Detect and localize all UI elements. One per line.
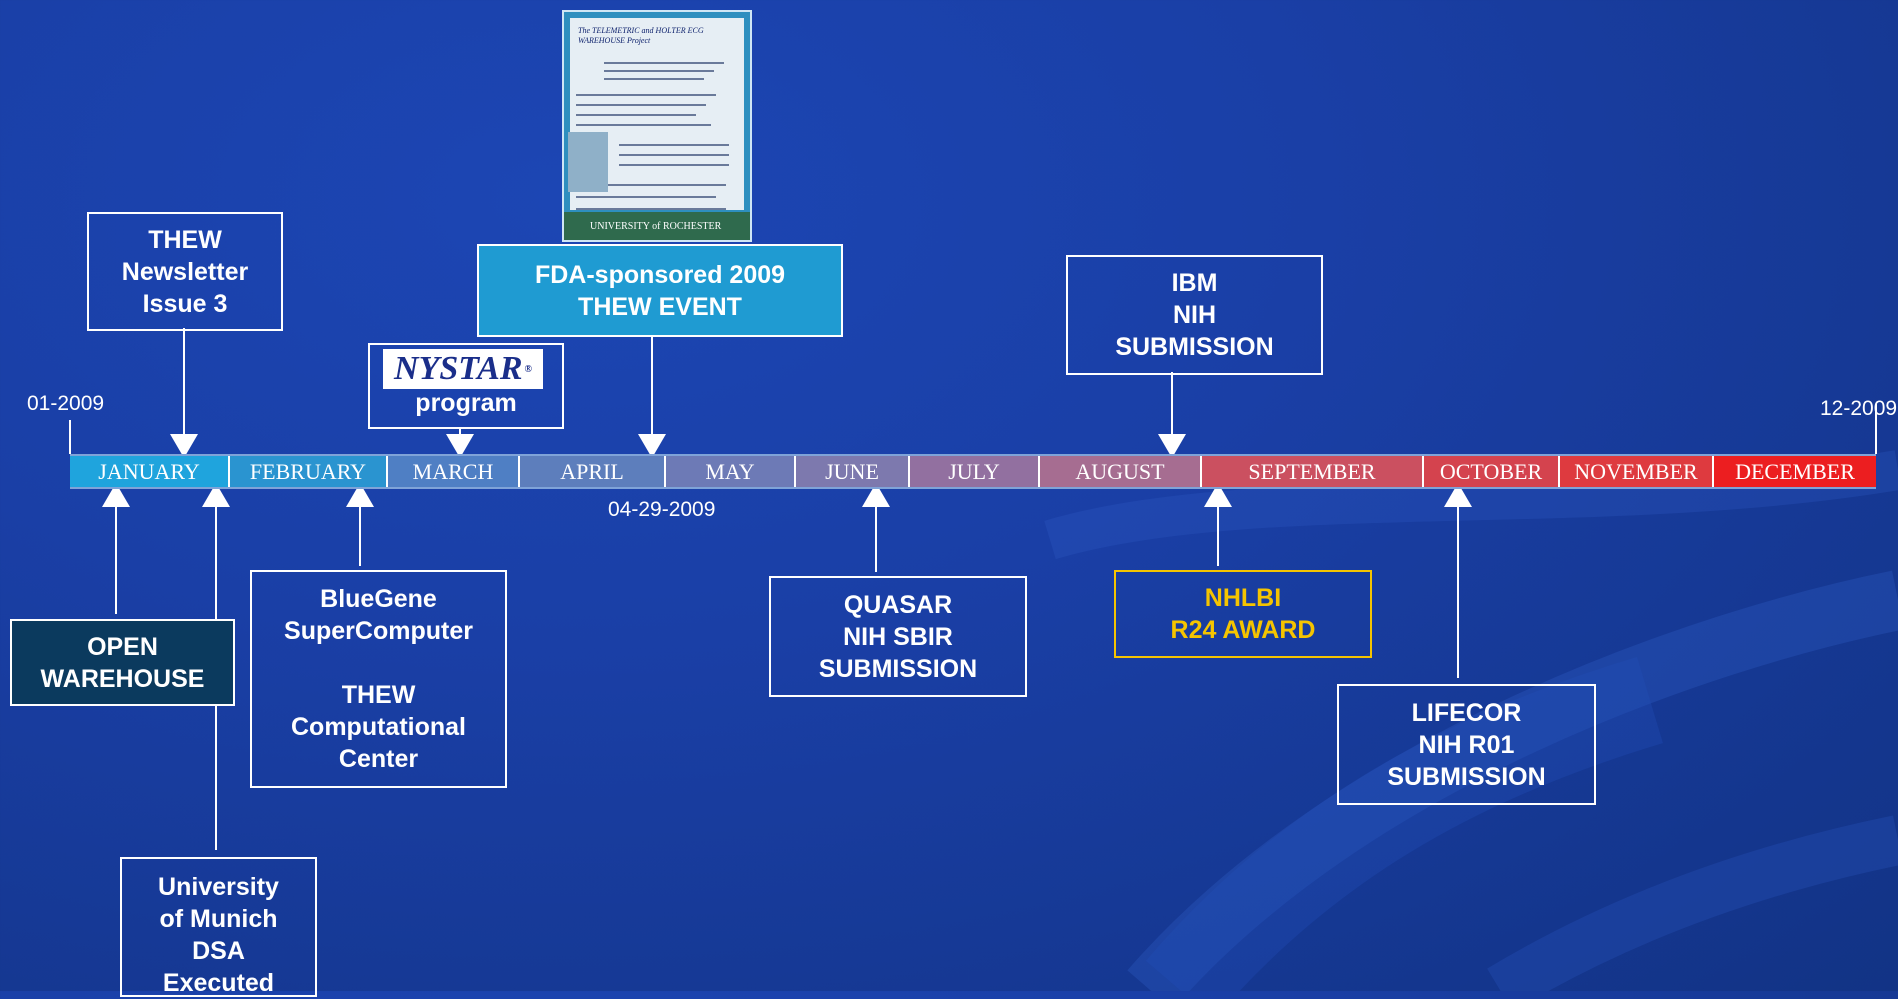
flyer-text-line — [619, 164, 729, 166]
fda-event-box: FDA-sponsored 2009 THEW EVENT — [477, 244, 843, 337]
newsletter-box: THEW Newsletter Issue 3 — [87, 212, 283, 331]
flyer-text-line — [576, 104, 706, 106]
flyer-text-line — [619, 144, 729, 146]
nystar-program-text: program — [415, 389, 517, 417]
nystar-logo-text: NYSTAR — [394, 350, 523, 387]
nystar-logo: NYSTAR® — [383, 349, 543, 389]
flyer-footer: UNIVERSITY of ROCHESTER — [564, 212, 750, 240]
flyer-text-line — [576, 208, 726, 210]
month-july: JULY — [910, 456, 1040, 487]
start-date-label: 01-2009 — [27, 392, 105, 415]
newsletter-text: THEW Newsletter Issue 3 — [121, 225, 249, 318]
month-august: AUGUST — [1040, 456, 1202, 487]
ibm-text: IBM NIH SUBMISSION — [1115, 269, 1274, 361]
quasar-box: QUASAR NIH SBIR SUBMISSION — [769, 576, 1027, 697]
month-october: OCTOBER — [1424, 456, 1560, 487]
flyer-text-line — [604, 78, 704, 80]
nystar-box: program — [368, 343, 564, 429]
munich-text: University of Munich DSA Executed — [158, 873, 279, 997]
month-may: MAY — [666, 456, 796, 487]
quasar-text: QUASAR NIH SBIR SUBMISSION — [818, 590, 978, 683]
bluegene-box: BlueGene SuperComputer THEW Computationa… — [250, 570, 507, 788]
end-date-label: 12-2009 — [1820, 397, 1898, 420]
flyer-building-photo — [568, 132, 608, 192]
month-april: APRIL — [520, 456, 666, 487]
flyer-text-line — [604, 70, 714, 72]
lifecor-text: LIFECOR NIH R01 SUBMISSION — [1387, 698, 1546, 791]
bluegene-text: BlueGene SuperComputer THEW Computationa… — [284, 585, 473, 773]
nhlbi-box: NHLBI R24 AWARD — [1114, 570, 1372, 658]
month-june: JUNE — [796, 456, 910, 487]
open-warehouse-text: OPEN WAREHOUSE — [40, 632, 205, 693]
flyer-text-line — [576, 124, 711, 126]
flyer-text-line — [619, 154, 729, 156]
open-warehouse-box: OPEN WAREHOUSE — [10, 619, 235, 706]
month-january: JANUARY — [70, 456, 230, 487]
month-march: MARCH — [388, 456, 520, 487]
event-date-label: 04-29-2009 — [608, 498, 716, 521]
ibm-box: IBM NIH SUBMISSION — [1066, 255, 1323, 375]
fda-event-text: FDA-sponsored 2009 THEW EVENT — [534, 260, 786, 321]
lifecor-box: LIFECOR NIH R01 SUBMISSION — [1337, 684, 1596, 805]
month-november: NOVEMBER — [1560, 456, 1714, 487]
munich-box: University of Munich DSA Executed — [120, 857, 317, 997]
nhlbi-text: NHLBI R24 AWARD — [1170, 584, 1316, 644]
event-flyer-image: The TELEMETRIC and HOLTER ECG WAREHOUSE … — [562, 10, 752, 242]
month-december: DECEMBER — [1714, 456, 1876, 487]
flyer-text-line — [576, 114, 696, 116]
flyer-text-line — [576, 184, 726, 186]
flyer-text-line — [576, 196, 716, 198]
flyer-text-line — [604, 62, 724, 64]
registered-mark: ® — [524, 363, 532, 375]
month-february: FEBRUARY — [230, 456, 388, 487]
month-september: SEPTEMBER — [1202, 456, 1424, 487]
flyer-title: The TELEMETRIC and HOLTER ECG WAREHOUSE … — [578, 26, 704, 45]
flyer-text-line — [576, 94, 716, 96]
